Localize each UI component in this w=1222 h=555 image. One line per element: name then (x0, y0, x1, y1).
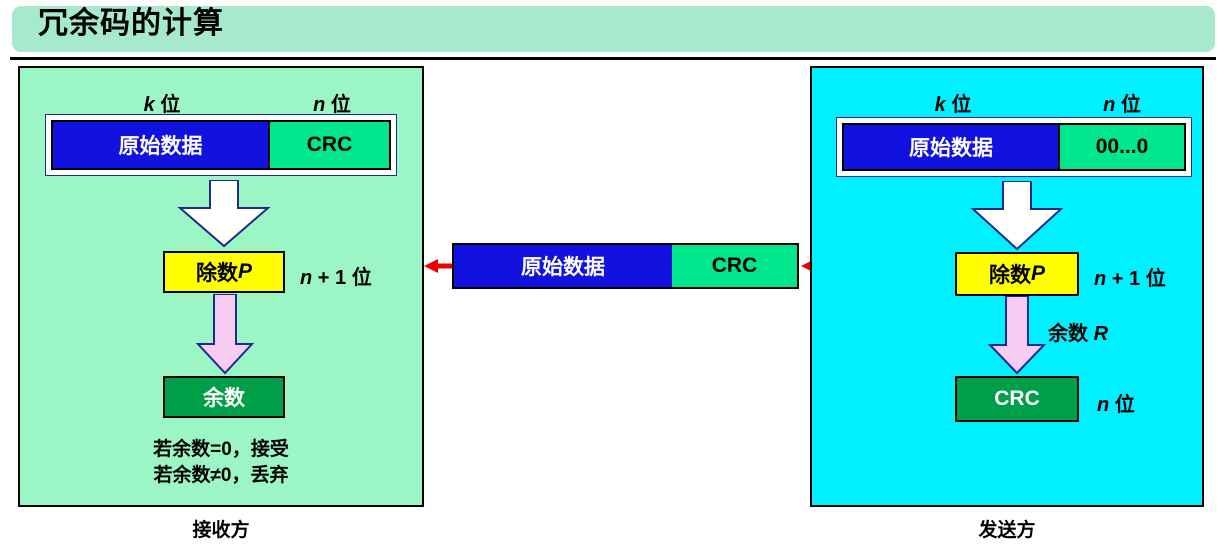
receiver-k-bits-label: k 位 (52, 88, 272, 117)
sender-crc-bits-rest: 位 (1109, 394, 1135, 416)
receiver-n-bits-label: n 位 (272, 88, 392, 117)
receiver-divisor-bits-label: n + 1 位 (300, 261, 372, 290)
sender-remainder-arrow-label: 余数 R (1048, 317, 1108, 346)
sender-divisor-text: 除数 (988, 264, 1031, 287)
receiver-caption: 接收方 (192, 520, 250, 541)
sender-divisor-bits-label: n + 1 位 (1094, 262, 1166, 291)
sender-remainder-symbol: R (1093, 323, 1109, 345)
receiver-divisor-symbol: P (237, 260, 252, 283)
sender-n-unit: 位 (1115, 94, 1141, 116)
sender-k-unit: 位 (945, 94, 972, 116)
title-divider (10, 57, 1216, 60)
receiver-divisor-text: 除数 (195, 262, 238, 285)
receiver-k-unit: 位 (154, 94, 181, 116)
sender-k-symbol: k (934, 94, 946, 116)
receiver-decision-note: 若余数=0，接受 若余数≠0，丢弃 (153, 439, 289, 486)
sender-crc-n-symbol: n (1097, 394, 1110, 416)
receiver-k-symbol: k (143, 94, 155, 116)
sender-n-bits-label: n 位 (1062, 88, 1182, 117)
transmitted-original-data-segment: 原始数据 (454, 245, 672, 287)
page-title: 冗余码的计算 (38, 7, 224, 40)
sender-pink-down-arrow (987, 296, 1047, 375)
sender-divisor-box: 除数 P (955, 252, 1079, 296)
sender-codeword-frame: 原始数据 00...0 (836, 117, 1192, 177)
sender-n-symbol: n (1103, 94, 1116, 116)
receiver-n-unit: 位 (325, 94, 351, 116)
receiver-remainder-box: 余数 (163, 376, 285, 418)
receiver-divisor-bits-rest: + 1 位 (312, 267, 372, 289)
title-banner (12, 6, 1215, 52)
receiver-pink-down-arrow (195, 294, 255, 375)
sender-k-bits-label: k 位 (843, 88, 1063, 117)
sender-zero-pad-segment: 00...0 (1060, 123, 1186, 171)
receiver-crc-segment: CRC (270, 120, 391, 170)
sender-divisor-symbol: P (1030, 262, 1045, 285)
sender-divisor-bits-rest: + 1 位 (1106, 268, 1166, 290)
receiver-original-data-segment: 原始数据 (51, 120, 270, 170)
receiver-divisor-box: 除数 P (163, 251, 285, 293)
sender-crc-box: CRC (955, 376, 1079, 422)
transmitted-frame: 原始数据 CRC (452, 243, 799, 289)
sender-divisor-n-symbol: n (1094, 268, 1107, 290)
sender-original-data-segment: 原始数据 (842, 123, 1060, 171)
sender-white-down-arrow (970, 181, 1064, 251)
receiver-codeword-frame: 原始数据 CRC (45, 114, 397, 176)
receiver-n-symbol: n (313, 94, 326, 116)
sender-remainder-text: 余数 (1048, 323, 1094, 345)
receiver-divisor-n-symbol: n (300, 267, 313, 289)
sender-crc-bits-label: n 位 (1097, 388, 1135, 417)
transmitted-crc-segment: CRC (672, 245, 797, 287)
sender-caption: 发送方 (978, 520, 1036, 541)
receiver-white-down-arrow (177, 180, 271, 248)
